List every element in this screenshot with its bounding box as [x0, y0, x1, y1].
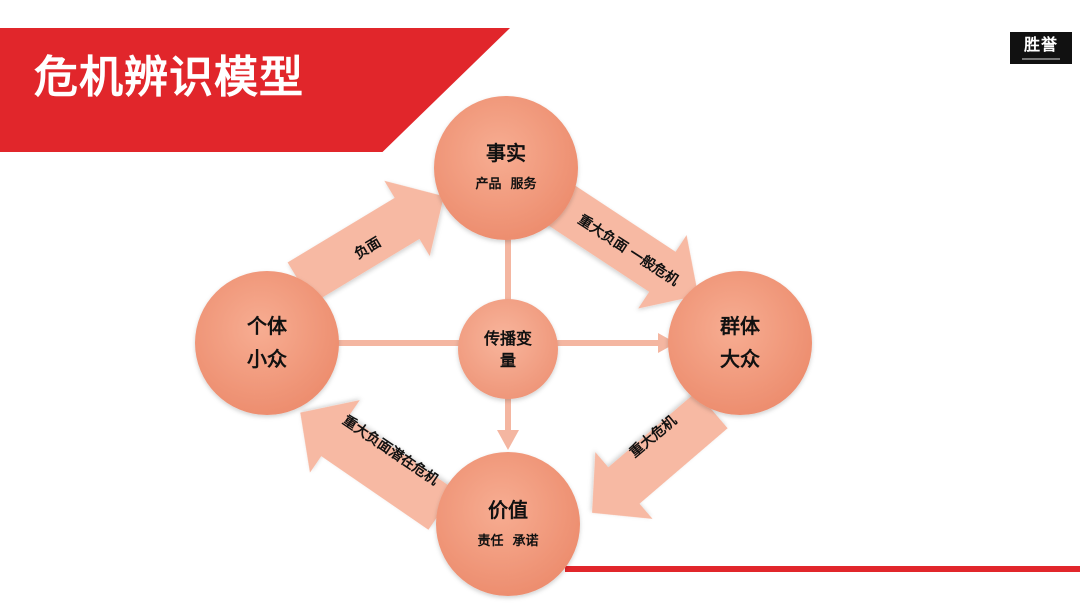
node-group-line2: 大众 — [720, 347, 760, 371]
node-individual-line1: 个体 — [246, 314, 288, 338]
arrow-group-to-value — [592, 391, 728, 519]
arrow-fact-to-group — [544, 182, 699, 309]
node-value: 价值 责任 承诺 — [436, 452, 580, 596]
node-individual-line2: 小众 — [247, 347, 287, 371]
bottom-accent-line — [565, 566, 1080, 572]
logo-text: 胜誉 — [1023, 35, 1058, 54]
node-fact-sub: 产品 服务 — [475, 176, 537, 192]
node-individual: 个体 小众 — [195, 271, 339, 415]
node-group-line1: 群体 — [719, 314, 761, 338]
node-fact: 事实 产品 服务 — [434, 96, 578, 240]
logo-mark — [1022, 58, 1060, 60]
arrow-value-to-individual — [300, 400, 456, 530]
node-value-label: 价值 — [488, 498, 528, 522]
connector-center-value-head — [497, 430, 519, 450]
node-center-line2: 量 — [500, 351, 516, 370]
node-group: 群体 大众 — [668, 271, 812, 415]
node-center: 传播变 量 — [458, 299, 558, 399]
arrow-individual-to-fact — [287, 180, 444, 304]
connector-center-group-head — [658, 333, 676, 353]
node-value-sub: 责任 承诺 — [477, 533, 538, 549]
page-title: 危机辨识模型 — [34, 52, 304, 103]
node-center-line1: 传播变 — [483, 329, 532, 348]
node-fact-label: 事实 — [486, 141, 526, 165]
brand-logo: 胜誉 — [1010, 32, 1072, 64]
